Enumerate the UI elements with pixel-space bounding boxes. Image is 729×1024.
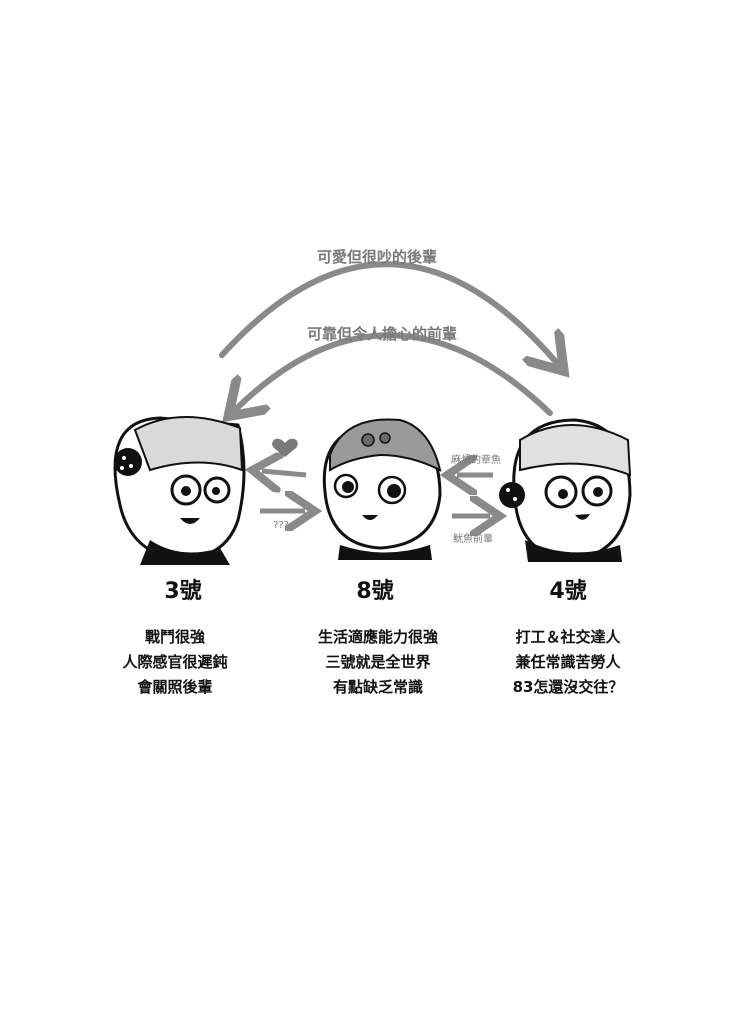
description-line: 83怎還沒交往？: [512, 678, 624, 696]
arc-four-to-three: [237, 332, 553, 413]
character-four-description: 打工＆社交達人 兼任常識苦勞人 83怎還沒交往？: [513, 625, 624, 700]
eight-to-three-label: ???: [273, 520, 289, 531]
arc-three-to-four: [219, 261, 556, 362]
four-to-eight-label: 麻煩的章魚: [451, 455, 501, 466]
description-line: 人際感官很遲鈍: [122, 653, 228, 671]
character-three-description: 戰鬥很強 人際感官很遲鈍 會關照後輩: [122, 625, 227, 700]
eight-to-four-label: 魷魚前輩: [453, 534, 493, 545]
character-eight-name: 8號: [356, 579, 394, 604]
character-four-name: 4號: [549, 579, 587, 604]
description-line: 有點缺乏常識: [332, 678, 424, 696]
top-arc-label: 可愛但很吵的後輩: [316, 248, 438, 266]
arrow-eight-to-three: [262, 471, 307, 475]
description-line: 三號就是全世界: [325, 653, 431, 671]
description-line: 兼任常識苦勞人: [515, 653, 621, 671]
character-eight-description: 生活適應能力很強 三號就是全世界 有點缺乏常識: [318, 625, 438, 700]
heart-icon: [272, 438, 298, 457]
character-four-portrait: [499, 418, 632, 562]
character-three-name: 3號: [164, 579, 202, 604]
description-line: 生活適應能力很強: [317, 628, 439, 646]
bottom-arc-label: 可靠但令人擔心的前輩: [306, 325, 458, 343]
description-line: 打工＆社交達人: [515, 628, 621, 646]
character-three-portrait: [113, 416, 246, 565]
description-line: 會關照後輩: [137, 678, 213, 696]
character-eight-portrait: [322, 418, 442, 560]
description-line: 戰鬥很強: [144, 628, 206, 646]
